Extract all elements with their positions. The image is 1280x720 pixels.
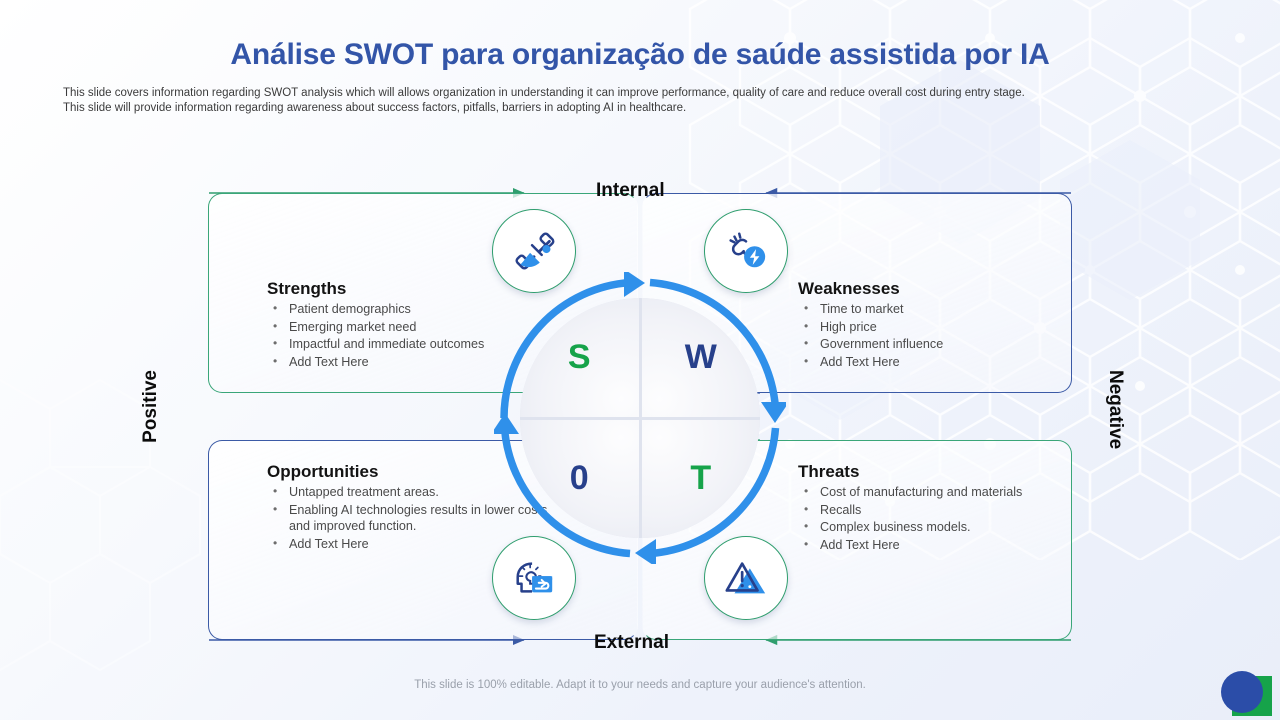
axis-label-negative: Negative [1105,370,1126,450]
list-item: Add Text Here [798,353,1098,371]
broken-link-bolt-icon [729,232,766,268]
quadrant-opportunities-title: Opportunities [267,462,379,481]
quadrant-strengths-list: Patient demographics Emerging market nee… [267,300,567,371]
list-item: Recalls [798,501,1098,519]
quadrant-opportunities-list: Untapped treatment areas. Enabling AI te… [267,483,567,553]
icon-bubble-threats[interactable] [704,536,788,620]
subtitle-line-1: This slide covers information regarding … [63,87,1025,99]
wheel-letter-t: T [690,459,712,498]
quadrant-weaknesses-content: Weaknesses Time to market High price Gov… [798,279,1098,371]
wheel-letter-w: W [684,337,717,376]
quadrant-weaknesses-list: Time to market High price Government inf… [798,300,1098,371]
quadrant-opportunities-content: Opportunities Untapped treatment areas. … [267,462,567,553]
quadrant-threats-content: Threats Cost of manufacturing and materi… [798,462,1098,554]
quadrant-opportunities[interactable]: Opportunities Untapped treatment areas. … [208,440,638,640]
list-item: Cost of manufacturing and materials [798,483,1098,501]
quadrant-threats-list: Cost of manufacturing and materials Reca… [798,483,1098,554]
axis-label-internal: Internal [596,180,665,201]
head-lightbulb-idea-icon [516,562,553,593]
axis-label-external: External [594,632,669,653]
list-item: Add Text Here [798,536,1098,554]
page-subtitle: This slide covers information regarding … [63,86,1223,116]
quadrant-threats-title: Threats [798,462,860,481]
icon-bubble-opportunities[interactable] [492,536,576,620]
quadrant-strengths-title: Strengths [267,279,347,298]
list-item: High price [798,318,1098,336]
icon-bubble-strengths[interactable] [492,209,576,293]
dumbbell-icon [515,232,555,270]
list-item: Enabling AI technologies results in lowe… [267,501,567,535]
footer-note: This slide is 100% editable. Adapt it to… [414,679,866,691]
swot-wheel: S W 0 T [494,272,786,564]
list-item: Government influence [798,335,1098,353]
brand-logo [1221,671,1272,716]
subtitle-line-2: This slide will provide information rega… [63,102,687,114]
list-item: Add Text Here [267,353,567,371]
list-item: Emerging market need [267,318,567,336]
list-item: Complex business models. [798,518,1098,536]
list-item: Patient demographics [267,300,567,318]
list-item: Impactful and immediate outcomes [267,335,567,353]
quadrant-weaknesses-title: Weaknesses [798,279,900,298]
icon-bubble-weaknesses[interactable] [704,209,788,293]
wheel-cycle-arrows [494,272,786,564]
list-item: Add Text Here [267,535,567,553]
page-title: Análise SWOT para organização de saúde a… [230,38,1050,71]
quadrant-strengths-content: Strengths Patient demographics Emerging … [267,279,567,371]
warning-triangle-icon [725,562,766,594]
list-item: Untapped treatment areas. [267,483,567,501]
axis-label-positive: Positive [140,370,161,443]
wheel-letter-s: S [567,337,591,376]
list-item: Time to market [798,300,1098,318]
wheel-letter-o: 0 [569,459,589,498]
